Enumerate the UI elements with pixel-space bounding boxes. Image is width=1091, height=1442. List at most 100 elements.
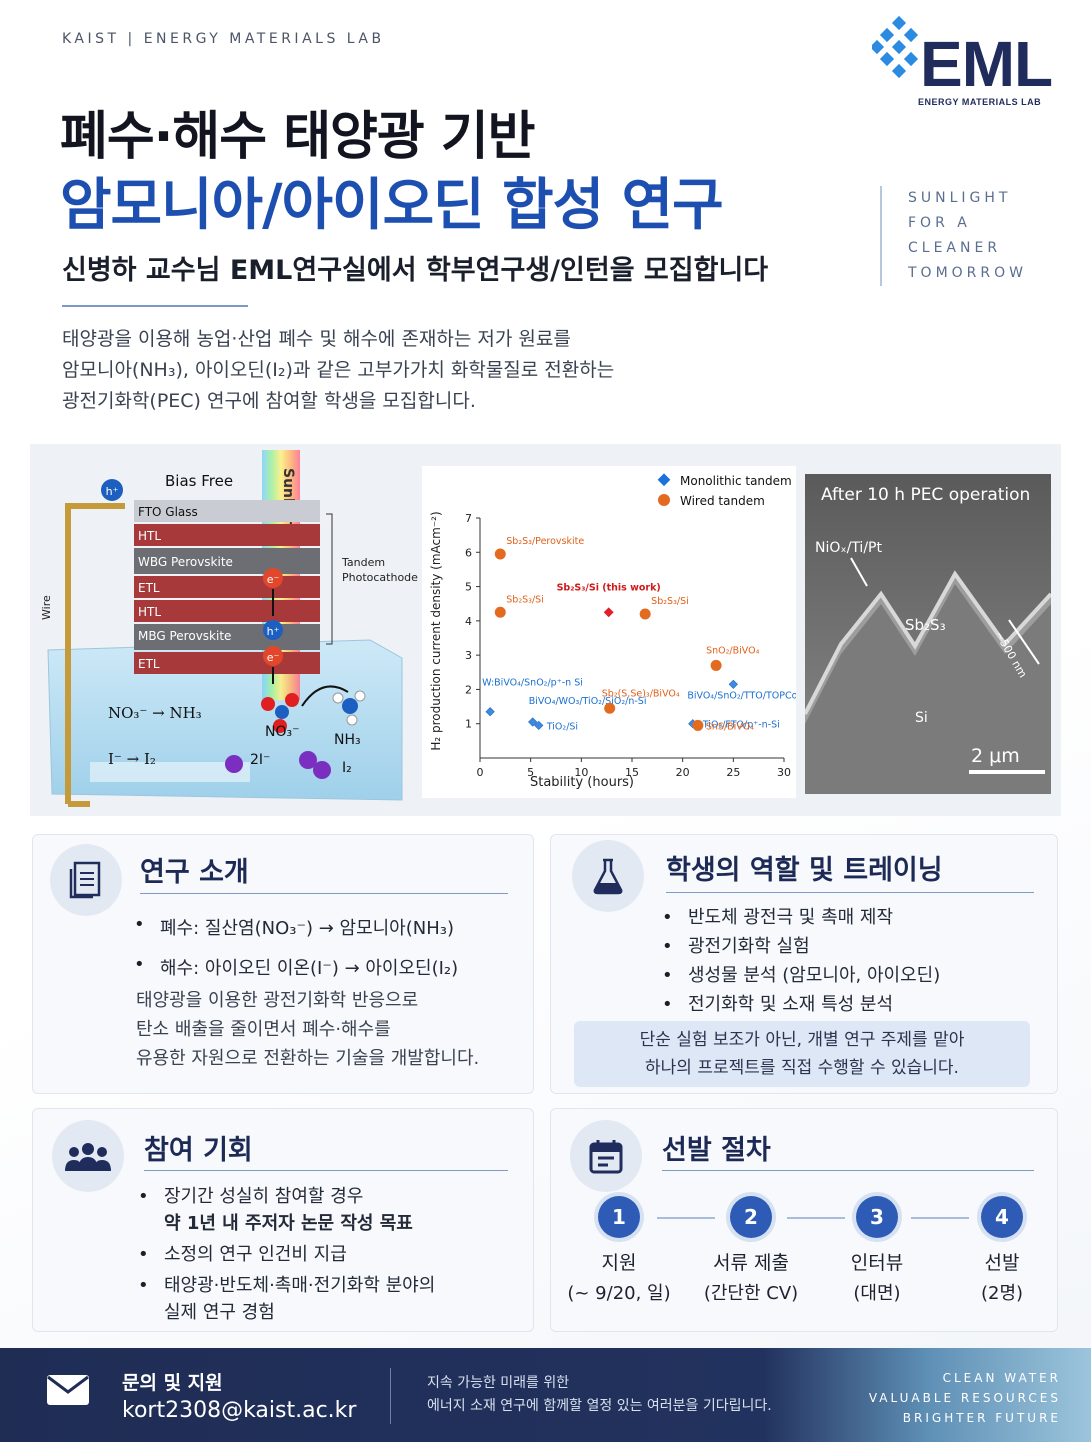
flask-icon bbox=[572, 840, 644, 912]
footer-message-line: 에너지 소재 연구에 함께할 열정 있는 여러분을 기다립니다. bbox=[427, 1398, 772, 1414]
no3-label: NO₃⁻ bbox=[265, 724, 300, 740]
contact-label: 문의 및 지원 bbox=[122, 1372, 223, 1394]
chart-point-monolithic bbox=[485, 707, 495, 717]
legend-wired: Wired tandem bbox=[680, 494, 765, 508]
chart-point-wired bbox=[494, 548, 506, 560]
footer: 문의 및 지원 kort2308@kaist.ac.kr 지속 가능한 미래를 … bbox=[0, 1348, 1091, 1442]
logo-word: EML bbox=[920, 28, 1053, 100]
people-icon bbox=[52, 1120, 124, 1192]
contact-email-link[interactable]: kort2308@kaist.ac.kr bbox=[122, 1398, 357, 1423]
sem-label-mid: Sb₂S₃ bbox=[905, 616, 946, 634]
step-number: 2 bbox=[730, 1196, 772, 1238]
figure-strip: Wire h⁺ Bias Free Sunlight FTO Glass HTL… bbox=[30, 444, 1061, 816]
step-number: 1 bbox=[598, 1196, 640, 1238]
step-name: 서류 제출 bbox=[713, 1252, 789, 1274]
chart-x-tick-label: 25 bbox=[726, 766, 740, 779]
reaction-iodide: I⁻ → I₂ bbox=[108, 750, 156, 768]
chart-data-label: Sb₂S₃/Si bbox=[651, 596, 689, 607]
opportunity-list: 장기간 성실히 참여할 경우 약 1년 내 주저자 논문 작성 목표 소정의 연… bbox=[136, 1183, 435, 1326]
list-item: 태양광·반도체·촉매·전기화학 분야의 실제 연구 경험 bbox=[136, 1272, 435, 1326]
logo-diamond-icon bbox=[872, 15, 919, 79]
footer-tag-line: VALUABLE RESOURCES bbox=[868, 1391, 1061, 1405]
chart-point-wired bbox=[494, 606, 506, 618]
chart-data-label: SnO₂/BiVO₄ bbox=[706, 645, 760, 656]
list-item: 장기간 성실히 참여할 경우 약 1년 내 주저자 논문 작성 목표 bbox=[136, 1183, 435, 1237]
chart-x-tick-label: 30 bbox=[777, 766, 791, 779]
chart-data-label: Sb₂(S,Se)₃/BiVO₄ bbox=[602, 688, 680, 699]
list-item: 광전기화학 실험 bbox=[660, 932, 940, 961]
step-connector bbox=[911, 1217, 969, 1219]
chart-y-label: H₂ production current density (mAcm⁻²) bbox=[429, 511, 443, 750]
list-item: 해수: 아이오딘 이온(I⁻) → 아이오딘(I₂) bbox=[132, 954, 458, 980]
roles-list: 반도체 광전극 및 촉매 제작 광전기화학 실험 생성물 분석 (암모니아, 아… bbox=[660, 903, 940, 1019]
layer-stack bbox=[134, 500, 320, 674]
research-description: 태양광을 이용한 광전기화학 반응으로 탄소 배출을 줄이면서 폐수·해수를 유… bbox=[136, 986, 479, 1073]
research-rule bbox=[140, 893, 508, 894]
device-schematic: Wire h⁺ Bias Free Sunlight FTO Glass HTL… bbox=[40, 450, 418, 807]
step-name: 선발 bbox=[984, 1252, 1020, 1274]
slogan-line: TOMORROW bbox=[908, 265, 1027, 281]
slogan-line: FOR A bbox=[908, 215, 971, 231]
chart-x-tick-label: 20 bbox=[676, 766, 690, 779]
slogan-line: CLEANER bbox=[908, 240, 1002, 256]
chart-y-tick-label: 6 bbox=[465, 546, 472, 559]
chart-data-label: TiO₂/FTO/p⁺-n-Si bbox=[702, 720, 780, 731]
chart-x-label: Stability (hours) bbox=[530, 775, 634, 790]
step-selection: 4 선발 (2명) bbox=[942, 1196, 1062, 1305]
research-title: 연구 소개 bbox=[140, 857, 249, 888]
chart-x-tick-label: 0 bbox=[477, 766, 484, 779]
opportunity-item-emphasis: 약 1년 내 주저자 논문 작성 목표 bbox=[164, 1213, 413, 1234]
slogan: SUNLIGHT FOR A CLEANER TOMORROW bbox=[880, 186, 1027, 286]
step-number: 3 bbox=[856, 1196, 898, 1238]
chart-point-monolithic bbox=[534, 720, 544, 731]
electron-badge: e⁻ bbox=[267, 651, 280, 664]
page-subtitle: 신병하 교수님 EML연구실에서 학부연구생/인턴을 모집합니다 bbox=[62, 255, 769, 286]
selection-steps: 1 지원 (~ 9/20, 일) 2 서류 제출 (간단한 CV) 3 인터뷰 … bbox=[565, 1196, 1045, 1316]
footer-tagline: CLEAN WATER VALUABLE RESOURCES BRIGHTER … bbox=[869, 1368, 1061, 1428]
calendar-icon bbox=[570, 1120, 642, 1192]
footer-tag-line: BRIGHTER FUTURE bbox=[902, 1411, 1061, 1425]
chart-y-tick-label: 7 bbox=[465, 512, 472, 525]
footer-message-line: 지속 가능한 미래를 위한 bbox=[427, 1375, 570, 1391]
selection-rule bbox=[662, 1170, 1034, 1171]
layer-label: WBG Perovskite bbox=[138, 555, 233, 569]
chart-data-label: Sb₂S₃/Perovskite bbox=[506, 536, 584, 547]
footer-tag-line: CLEAN WATER bbox=[942, 1371, 1061, 1385]
chart-data-label: Sb₂S₃/Si (this work) bbox=[557, 582, 661, 593]
footer-divider bbox=[390, 1368, 391, 1424]
opportunity-item-line: 태양광·반도체·촉매·전기화학 분야의 bbox=[164, 1275, 436, 1296]
chart-y-tick-label: 3 bbox=[465, 649, 472, 662]
highlight-line: 하나의 프로젝트를 직접 수행할 수 있습니다. bbox=[645, 1058, 959, 1078]
chart-x-tick-label: 10 bbox=[574, 766, 588, 779]
list-item: 폐수: 질산염(NO₃⁻) → 암모니아(NH₃) bbox=[132, 914, 458, 940]
opportunity-rule bbox=[144, 1170, 508, 1171]
step-documents: 2 서류 제출 (간단한 CV) bbox=[691, 1196, 811, 1305]
h-plus-badge: h⁺ bbox=[106, 485, 119, 498]
chart-point-monolithic bbox=[728, 679, 738, 689]
chart-point-wired bbox=[692, 719, 704, 731]
highlight-line: 단순 실험 보조가 아닌, 개별 연구 주제를 맡아 bbox=[639, 1030, 965, 1050]
step-connector bbox=[657, 1217, 715, 1219]
sem-label-si: Si bbox=[915, 710, 928, 726]
research-desc-line: 태양광을 이용한 광전기화학 반응으로 bbox=[136, 990, 419, 1011]
roles-title: 학생의 역할 및 트레이닝 bbox=[666, 855, 943, 886]
page-title-line2: 암모니아/아이오딘 합성 연구 bbox=[60, 173, 724, 238]
roles-highlight: 단순 실험 보조가 아닌, 개별 연구 주제를 맡아 하나의 프로젝트를 직접 … bbox=[574, 1021, 1030, 1087]
chart-point-wired bbox=[639, 608, 651, 620]
chart-y-tick-label: 2 bbox=[465, 683, 472, 696]
step-name: 인터뷰 bbox=[850, 1252, 904, 1274]
footer-message: 지속 가능한 미래를 위한 에너지 소재 연구에 함께할 열정 있는 여러분을 … bbox=[427, 1372, 772, 1418]
mail-icon bbox=[46, 1374, 90, 1410]
step-interview: 3 인터뷰 (대면) bbox=[817, 1196, 937, 1305]
hole-badge: h⁺ bbox=[267, 625, 280, 638]
reaction-nitrate: NO₃⁻ → NH₃ bbox=[108, 704, 202, 722]
eml-logo: EML ENERGY MATERIALS LAB bbox=[872, 14, 1062, 110]
legend-monolithic: Monolithic tandem bbox=[680, 474, 792, 488]
wire-label: Wire bbox=[40, 595, 53, 620]
page-title-line1: 폐수·해수 태양광 기반 bbox=[60, 107, 536, 167]
nh3-label: NH₃ bbox=[334, 732, 361, 748]
intro-line: 태양광을 이용해 농업·산업 폐수 및 해수에 존재하는 저가 원료를 bbox=[62, 328, 571, 350]
tandem-label-1: Tandem bbox=[341, 556, 385, 569]
roles-rule bbox=[666, 892, 1034, 893]
step-note: (2명) bbox=[980, 1283, 1024, 1304]
